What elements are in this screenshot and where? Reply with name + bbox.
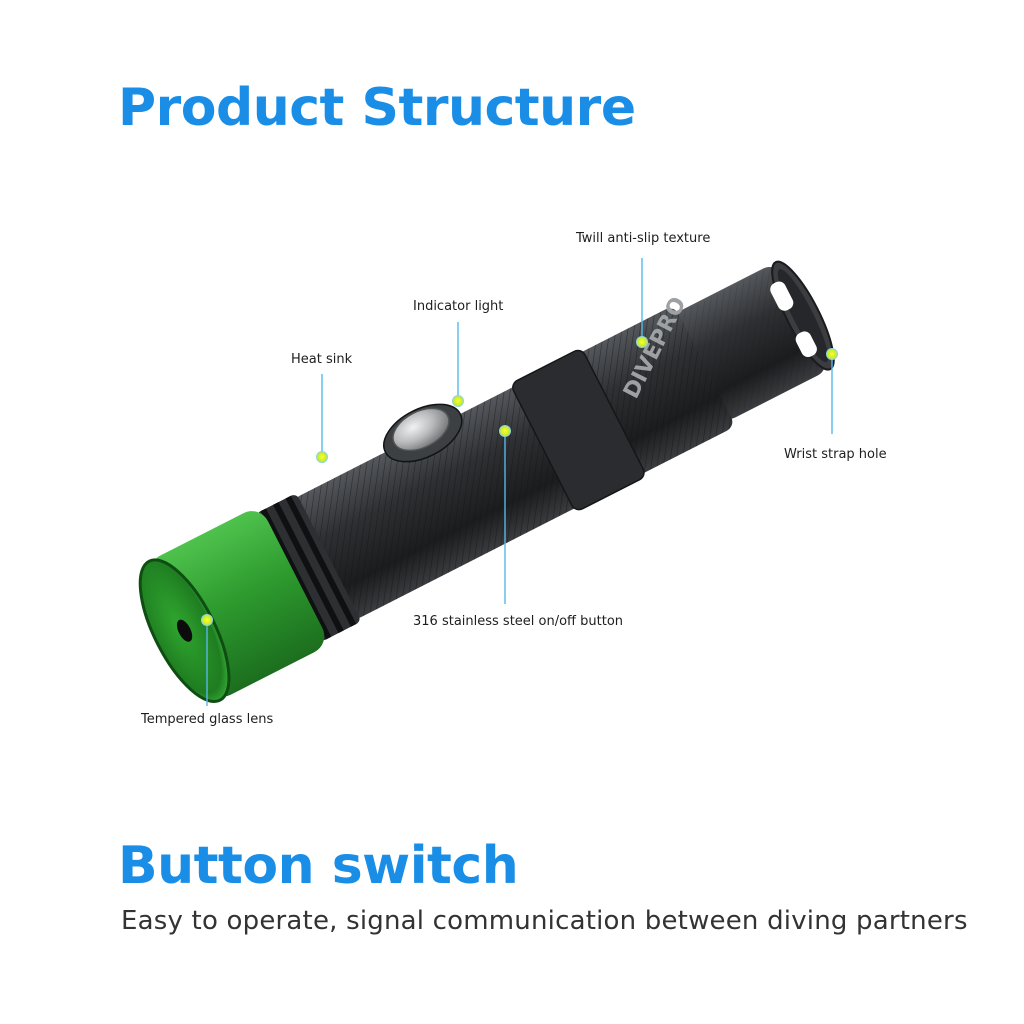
label-wrist-strap-hole: Wrist strap hole bbox=[784, 447, 887, 462]
on-off-button bbox=[392, 407, 450, 452]
label-heat-sink: Heat sink bbox=[291, 352, 353, 367]
twill-texture bbox=[294, 308, 733, 618]
product-structure-heading: Product Structure bbox=[118, 78, 636, 138]
button-switch-heading: Button switch bbox=[118, 836, 519, 896]
label-tempered-glass-lens: Tempered glass lens bbox=[141, 712, 274, 727]
flashlight-body bbox=[138, 260, 835, 704]
label-twill-texture: Twill anti-slip texture bbox=[576, 231, 711, 246]
marker-lens bbox=[201, 614, 213, 626]
marker-indicator bbox=[452, 395, 464, 407]
label-on-off-button: 316 stainless steel on/off button bbox=[413, 614, 624, 629]
leader-lines bbox=[206, 258, 833, 706]
marker-twill bbox=[636, 336, 648, 348]
callout-markers bbox=[201, 336, 838, 626]
marker-heat-sink bbox=[316, 451, 328, 463]
button-switch-description: Easy to operate, signal communication be… bbox=[121, 906, 968, 936]
lens bbox=[176, 619, 193, 642]
marker-button bbox=[499, 425, 511, 437]
wrist-strap-hole bbox=[770, 281, 794, 311]
marker-wrist-strap bbox=[826, 348, 838, 360]
label-indicator-light: Indicator light bbox=[413, 299, 504, 314]
